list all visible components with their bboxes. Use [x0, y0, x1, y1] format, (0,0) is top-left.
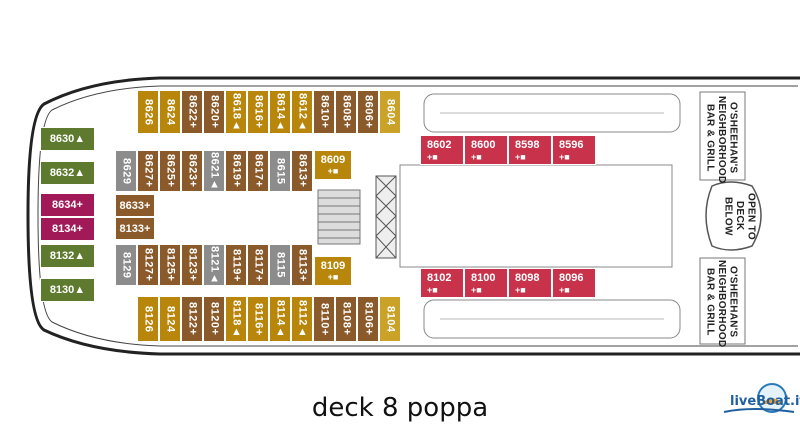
cabin[interactable]: 8632▲	[40, 161, 95, 185]
cabin[interactable]: 8132▲	[40, 244, 95, 268]
cabin[interactable]: 8617+	[247, 150, 269, 192]
cabin[interactable]: 8121▲	[203, 244, 225, 286]
cabin[interactable]: 8120+	[203, 296, 225, 342]
cabin[interactable]: 8625+	[159, 150, 181, 192]
cabin[interactable]: 8124	[159, 296, 181, 342]
cabin[interactable]: 8620+	[203, 90, 225, 134]
venue-label-bar-top: O'SHEEHAN'S NEIGHBORHOOD BAR & GRILL	[704, 96, 739, 184]
cabin[interactable]: 8129	[115, 244, 137, 286]
cabin[interactable]: 8117+	[247, 244, 269, 286]
cabin[interactable]: 8618▲	[225, 90, 247, 134]
cabin[interactable]: 8118▲	[225, 296, 247, 342]
cabin[interactable]: 8114▲	[269, 296, 291, 342]
cabin[interactable]: 8130▲	[40, 278, 95, 302]
venue-label-bar-bottom: O'SHEEHAN'S NEIGHBORHOOD BAR & GRILL	[704, 260, 739, 348]
cabin[interactable]: 8624	[159, 90, 181, 134]
cabin[interactable]: 8116+	[247, 296, 269, 342]
cabin[interactable]: 8108+	[335, 296, 357, 342]
cabin[interactable]: 8109 +■	[314, 256, 352, 286]
cabin[interactable]: 8621▲	[203, 150, 225, 192]
hull-inner-line	[37, 85, 798, 347]
cabin[interactable]: 8113+	[291, 244, 313, 286]
cabin[interactable]: 8629	[115, 150, 137, 192]
cabin[interactable]: 8609 +■	[314, 150, 352, 180]
cabin[interactable]: 8634+	[40, 193, 95, 217]
bar-outline	[699, 257, 746, 345]
cabin[interactable]: 8104	[379, 296, 401, 342]
cabin[interactable]: 8106+	[357, 296, 379, 342]
cabin[interactable]: 8115	[269, 244, 291, 286]
cabin[interactable]: 8623+	[181, 150, 203, 192]
cabin[interactable]: 8614▲	[269, 90, 291, 134]
suite-cabin[interactable]: 8096+■	[552, 268, 596, 298]
cabin[interactable]: 8119+	[225, 244, 247, 286]
stairs	[317, 189, 361, 245]
cabin[interactable]: 8133+	[115, 217, 155, 240]
open-deck-outline	[705, 181, 762, 251]
cabin[interactable]: 8110+	[313, 296, 335, 342]
cabin[interactable]: 8615	[269, 150, 291, 192]
deck-caption: deck 8 poppa	[311, 393, 489, 423]
cabin[interactable]: 8613+	[291, 150, 313, 192]
cabin[interactable]: 8616+	[247, 90, 269, 134]
hull-outline	[26, 76, 800, 356]
cabin[interactable]: 8125+	[159, 244, 181, 286]
suite-cabin[interactable]: 8600+■	[464, 135, 508, 165]
lounge-area	[423, 93, 681, 133]
suite-cabin[interactable]: 8100+■	[464, 268, 508, 298]
cabin[interactable]: 8112▲	[291, 296, 313, 342]
cabin[interactable]: 8608+	[335, 90, 357, 134]
cabin[interactable]: 8633+	[115, 194, 155, 217]
suite-cabin[interactable]: 8598+■	[508, 135, 552, 165]
cabin[interactable]: 8630▲	[40, 127, 95, 151]
cabin[interactable]: 8127+	[137, 244, 159, 286]
bar-outline	[699, 91, 746, 181]
venue-label-open-deck: OPEN TO DECK BELOW	[722, 192, 757, 240]
liveboat-logo	[723, 383, 795, 413]
cabin[interactable]: 8126	[137, 296, 159, 342]
cabin[interactable]: 8604	[379, 90, 401, 134]
suite-cabin[interactable]: 8102+■	[420, 268, 464, 298]
logo-text: liveBoat.it	[730, 394, 800, 409]
suite-cabin[interactable]: 8596+■	[552, 135, 596, 165]
cabin[interactable]: 8627+	[137, 150, 159, 192]
cabin[interactable]: 8622+	[181, 90, 203, 134]
cabin[interactable]: 8619+	[225, 150, 247, 192]
elevators	[375, 175, 397, 259]
lounge-area	[423, 299, 681, 339]
atrium	[399, 164, 673, 268]
cabin[interactable]: 8606+	[357, 90, 379, 134]
cabin[interactable]: 8610+	[313, 90, 335, 134]
cabin[interactable]: 8123+	[181, 244, 203, 286]
suite-cabin[interactable]: 8098+■	[508, 268, 552, 298]
cabin[interactable]: 8122+	[181, 296, 203, 342]
suite-cabin[interactable]: 8602+■	[420, 135, 464, 165]
cabin[interactable]: 8612▲	[291, 90, 313, 134]
cabin[interactable]: 8626	[137, 90, 159, 134]
cabin[interactable]: 8134+	[40, 217, 95, 241]
